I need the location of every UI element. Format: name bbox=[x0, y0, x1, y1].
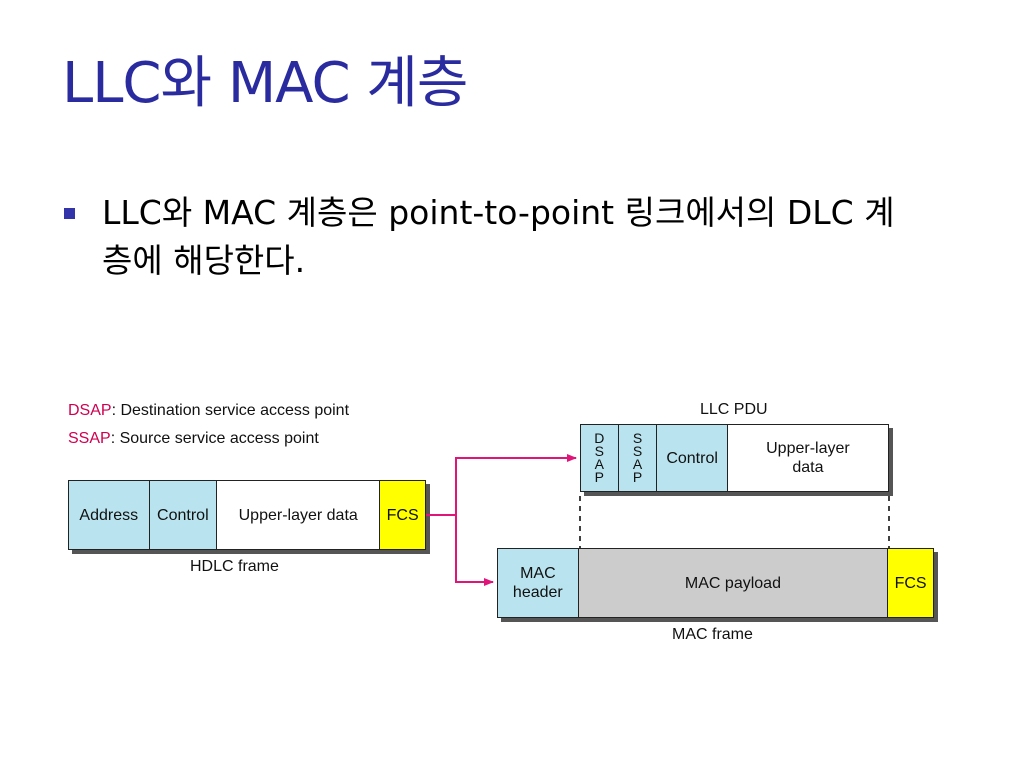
hdlc-data-field: Upper-layer data bbox=[217, 481, 381, 549]
hdlc-frame-caption: HDLC frame bbox=[190, 558, 279, 575]
hdlc-fcs-field: FCS bbox=[380, 481, 425, 549]
llc-control-field: Control bbox=[657, 425, 728, 491]
bullet-marker bbox=[64, 208, 75, 219]
ssap-letter: P bbox=[632, 469, 643, 485]
ssap-letter: S bbox=[632, 443, 643, 459]
llc-ssap-field: S S A P bbox=[618, 425, 658, 491]
hdlc-to-mac-arrow bbox=[455, 515, 494, 586]
dsap-letter: A bbox=[594, 456, 605, 472]
legend-dsap: DSAP: Destination service access point bbox=[68, 402, 349, 420]
legend-ssap: SSAP: Source service access point bbox=[68, 430, 319, 448]
bullet-text: LLC와 MAC 계층은 point-to-point 링크에서의 DLC 계층… bbox=[102, 193, 895, 280]
mac-frame: MAC header MAC payload FCS bbox=[497, 548, 934, 618]
mac-frame-caption: MAC frame bbox=[672, 626, 753, 643]
hdlc-control-field: Control bbox=[149, 481, 218, 549]
legend-ssap-abbr: SSAP bbox=[68, 430, 111, 447]
dsap-letter: P bbox=[594, 469, 605, 485]
mac-payload-field: MAC payload bbox=[578, 549, 889, 617]
llc-pdu: D S A P S S A P Control Upper-layer data bbox=[580, 424, 889, 492]
legend-ssap-desc: : Source service access point bbox=[110, 430, 319, 447]
dsap-letter: S bbox=[594, 443, 605, 459]
ssap-letter: S bbox=[632, 430, 643, 446]
llc-data-field: Upper-layer data bbox=[727, 425, 888, 491]
mac-fcs-field: FCS bbox=[888, 549, 933, 617]
ssap-letter: A bbox=[632, 456, 643, 472]
legend-dsap-desc: : Destination service access point bbox=[111, 402, 350, 419]
hdlc-to-llc-arrow bbox=[426, 454, 577, 516]
llc-dsap-field: D S A P bbox=[581, 425, 619, 491]
dsap-letter: D bbox=[594, 430, 605, 446]
hdlc-frame: Address Control Upper-layer data FCS bbox=[68, 480, 426, 550]
slide-title: LLC와 MAC 계층 bbox=[62, 51, 468, 116]
mac-header-field: MAC header bbox=[498, 549, 579, 617]
hdlc-address-field: Address bbox=[69, 481, 150, 549]
llc-pdu-caption: LLC PDU bbox=[700, 401, 768, 418]
legend-dsap-abbr: DSAP bbox=[68, 402, 112, 419]
